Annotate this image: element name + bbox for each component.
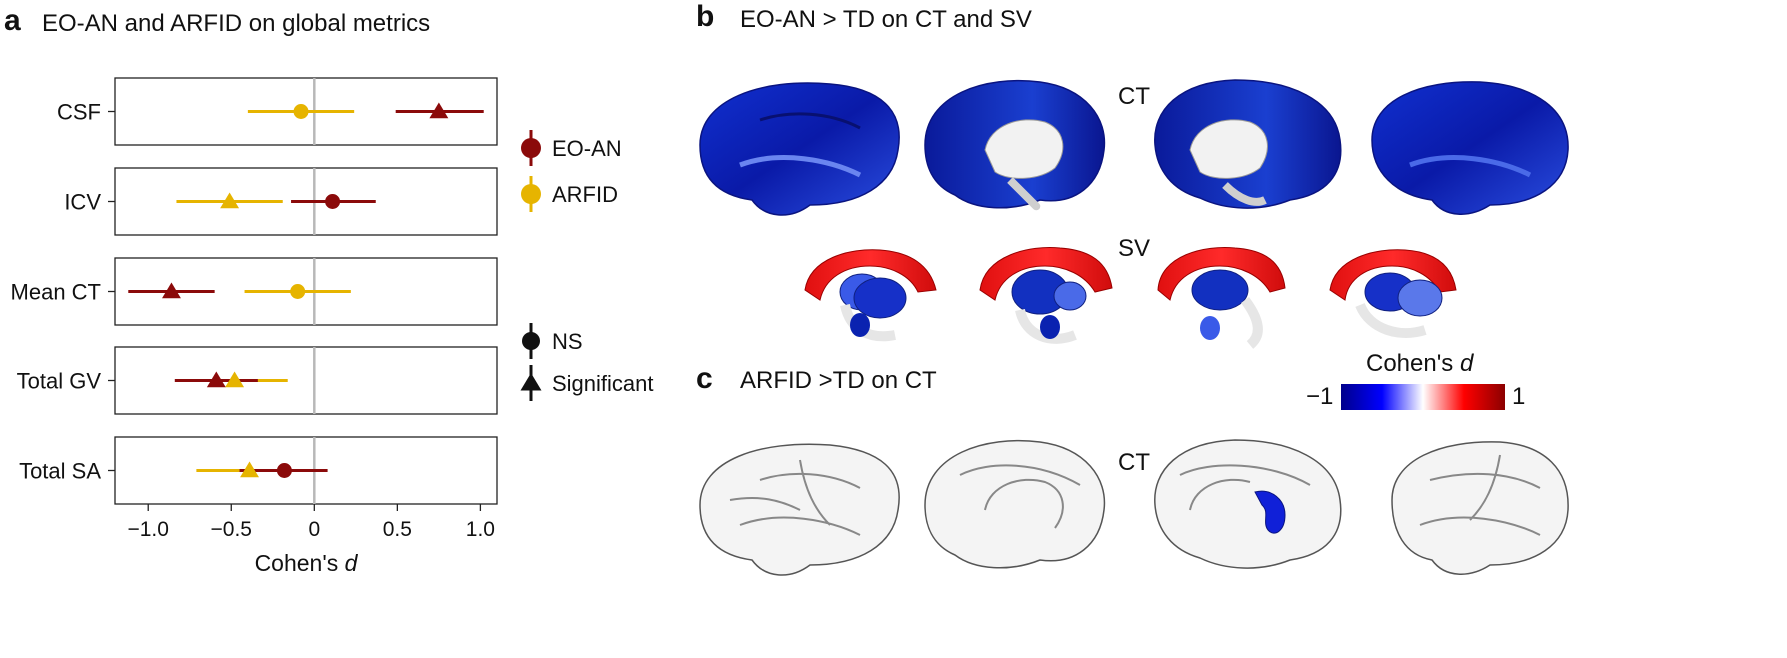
subcortical-b-2 xyxy=(979,247,1113,344)
legend-label-ARFID: ARFID xyxy=(552,182,618,207)
brain-b-ct-left-medial xyxy=(924,79,1106,211)
panel-c-letter: c xyxy=(696,362,713,395)
brain-c-ct-left-medial xyxy=(924,439,1106,569)
y-tick-label-4: Total SA xyxy=(19,459,101,484)
brain-b-ct-left-lateral xyxy=(699,82,900,216)
panel-b-title: EO-AN > TD on CT and SV xyxy=(740,6,1032,33)
forest-plot: CSF ICV Mean CT Total GV Total SA −1.0 −0.5 0 0.… xyxy=(11,77,654,576)
brain-c-ct-right-lateral xyxy=(1391,441,1569,575)
sv-row-label: SV xyxy=(1118,235,1151,262)
shape-legend-label-1: Significant xyxy=(552,371,654,396)
x-tick-label-2: 0 xyxy=(308,518,320,541)
brain-c-ct-left-lateral xyxy=(699,443,900,576)
panel-c-title: ARFID >TD on CT xyxy=(740,367,937,394)
point-ARFID-4 xyxy=(240,461,259,478)
x-tick-label-1: −0.5 xyxy=(211,518,252,541)
x-axis-label: Cohen's d xyxy=(255,550,359,576)
brain-c-ct-right-medial xyxy=(1154,439,1342,569)
y-tick-label-2: Mean CT xyxy=(11,280,101,305)
y-tick-label-0: CSF xyxy=(57,100,101,125)
panel-b-letter: b xyxy=(696,0,715,33)
subcortical-b-3 xyxy=(1157,247,1286,349)
x-tick-label-3: 0.5 xyxy=(383,518,412,541)
point-EO-AN-2 xyxy=(162,282,181,299)
colorbar-gradient xyxy=(1341,384,1505,410)
ct-row-label: CT xyxy=(1118,83,1150,110)
colorbar-max-label: 1 xyxy=(1512,383,1526,410)
point-EO-AN-3 xyxy=(206,371,226,388)
point-ARFID-1 xyxy=(220,192,240,209)
point-ARFID-3 xyxy=(225,371,245,388)
row-box-3 xyxy=(114,346,498,415)
x-tick-label-4: 1.0 xyxy=(466,518,495,541)
brain-b-ct-right-medial xyxy=(1154,79,1342,209)
shape-legend-marker-1 xyxy=(520,373,542,391)
y-tick-label-3: Total GV xyxy=(17,369,102,394)
y-tick-label-1: ICV xyxy=(64,190,101,215)
ct-row-label-c: CT xyxy=(1118,449,1150,476)
subcortical-b-4 xyxy=(1329,249,1457,338)
brain-b-ct-right-lateral xyxy=(1371,81,1569,215)
panel-a-letter: a xyxy=(4,4,21,37)
legend-marker-ARFID xyxy=(521,184,541,204)
shape-legend-marker-0 xyxy=(522,332,540,350)
subcortical-b-1 xyxy=(804,249,937,342)
panel-a-title: EO-AN and ARFID on global metrics xyxy=(42,10,431,37)
point-EO-AN-4 xyxy=(276,463,292,478)
colorbar-title: Cohen's d xyxy=(1366,350,1474,377)
point-EO-AN-0 xyxy=(429,102,449,119)
point-ARFID-2 xyxy=(290,284,306,299)
point-ARFID-0 xyxy=(293,104,309,119)
legend-marker-EO-AN xyxy=(521,138,541,158)
x-tick-label-0: −1.0 xyxy=(127,518,168,541)
colorbar-min-label: −1 xyxy=(1306,383,1334,410)
shape-legend-label-0: NS xyxy=(552,329,583,354)
legend-label-EO-AN: EO-AN xyxy=(552,136,622,161)
point-EO-AN-1 xyxy=(325,194,341,209)
